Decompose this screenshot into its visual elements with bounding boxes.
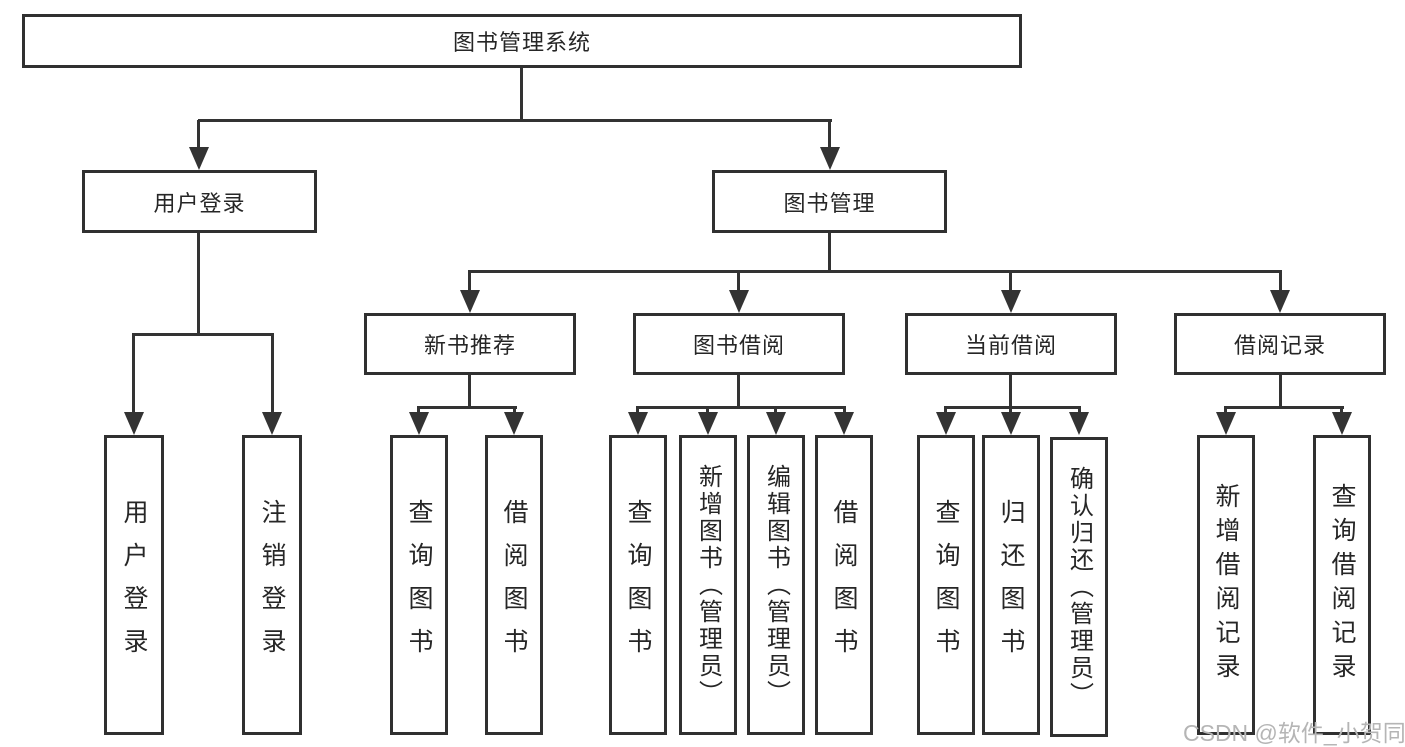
node-leaf-user-login: 用户登录	[104, 435, 164, 735]
node-leaf-logout-label: 注销登录	[258, 499, 286, 671]
node-borrow-records-label: 借阅记录	[1233, 333, 1326, 358]
connector-line	[468, 375, 471, 408]
arrowhead	[189, 147, 209, 170]
node-book-management: 图书管理	[712, 170, 947, 233]
node-leaf-confirm-return-admin: 确认归还（管理员）	[1050, 437, 1108, 737]
arrowhead	[409, 412, 429, 435]
node-leaf-add-borrow-record-label: 新增借阅记录	[1212, 483, 1240, 687]
arrowhead	[1001, 290, 1021, 313]
arrowhead	[698, 412, 718, 435]
arrowhead	[766, 412, 786, 435]
connector-line	[828, 233, 831, 272]
connector-line	[1279, 375, 1282, 408]
arrowhead	[936, 412, 956, 435]
node-leaf-return-book: 归还图书	[982, 435, 1040, 735]
node-leaf-query-book-recommend: 查询图书	[390, 435, 448, 735]
node-leaf-query-book-recommend-label: 查询图书	[405, 499, 433, 671]
connector-line	[737, 375, 740, 408]
node-leaf-borrow-book-label: 借阅图书	[830, 499, 858, 671]
connector-line	[132, 334, 135, 416]
node-new-book-recommend-label: 新书推荐	[423, 333, 516, 358]
node-leaf-query-current: 查询图书	[917, 435, 975, 735]
node-new-book-recommend: 新书推荐	[364, 313, 576, 375]
connector-line	[198, 119, 832, 122]
node-book-management-label: 图书管理	[783, 190, 876, 216]
node-leaf-borrow-book-recommend: 借阅图书	[485, 435, 543, 735]
node-leaf-add-book-admin-label: 新增图书（管理员）	[694, 463, 722, 707]
node-leaf-add-borrow-record: 新增借阅记录	[1197, 435, 1255, 735]
node-leaf-borrow-book: 借阅图书	[815, 435, 873, 735]
connector-line	[1279, 271, 1282, 295]
node-leaf-user-login-label: 用户登录	[120, 499, 148, 671]
connector-line	[132, 333, 274, 336]
arrowhead	[504, 412, 524, 435]
connector-line	[828, 120, 831, 152]
connector-line	[271, 334, 274, 416]
connector-line	[417, 406, 517, 409]
node-leaf-edit-book-admin-label: 编辑图书（管理员）	[762, 463, 790, 707]
node-leaf-query-book: 查询图书	[609, 435, 667, 735]
connector-line	[1009, 375, 1012, 408]
connector-line	[636, 406, 846, 409]
arrowhead	[1332, 412, 1352, 435]
node-current-borrowing: 当前借阅	[905, 313, 1117, 375]
node-user-login-label: 用户登录	[153, 190, 246, 216]
arrowhead	[1069, 412, 1089, 435]
arrowhead	[460, 290, 480, 313]
node-leaf-add-book-admin: 新增图书（管理员）	[679, 435, 737, 735]
arrowhead	[1001, 412, 1021, 435]
node-leaf-logout: 注销登录	[242, 435, 302, 735]
connector-line	[1224, 406, 1344, 409]
arrowhead	[1270, 290, 1290, 313]
connector-line	[1009, 271, 1012, 295]
arrowhead	[729, 290, 749, 313]
node-book-borrowing: 图书借阅	[633, 313, 845, 375]
node-leaf-query-book-label: 查询图书	[624, 499, 652, 671]
arrowhead	[262, 412, 282, 435]
csdn-watermark: CSDN @软件_小贺同学	[1183, 720, 1405, 746]
node-current-borrowing-label: 当前借阅	[964, 333, 1057, 358]
node-borrow-records: 借阅记录	[1174, 313, 1386, 375]
arrowhead	[124, 412, 144, 435]
connector-line	[197, 120, 200, 152]
connector-line	[468, 270, 1282, 273]
node-leaf-query-borrow-record: 查询借阅记录	[1313, 435, 1371, 735]
arrowhead	[628, 412, 648, 435]
connector-line	[468, 271, 471, 295]
connector-line	[737, 271, 740, 295]
connector-line	[944, 406, 1081, 409]
connector-line	[197, 233, 200, 334]
node-root: 图书管理系统	[22, 14, 1022, 68]
node-root-label: 图书管理系统	[452, 30, 591, 55]
node-leaf-return-book-label: 归还图书	[997, 499, 1025, 671]
node-leaf-query-current-label: 查询图书	[932, 499, 960, 671]
node-leaf-confirm-return-admin-label: 确认归还（管理员）	[1065, 465, 1093, 709]
arrowhead	[820, 147, 840, 170]
node-book-borrowing-label: 图书借阅	[692, 333, 785, 358]
arrowhead	[834, 412, 854, 435]
connector-line	[520, 68, 523, 121]
node-user-login: 用户登录	[82, 170, 317, 233]
node-leaf-query-borrow-record-label: 查询借阅记录	[1328, 483, 1356, 687]
arrowhead	[1216, 412, 1236, 435]
node-leaf-edit-book-admin: 编辑图书（管理员）	[747, 435, 805, 735]
node-leaf-borrow-book-recommend-label: 借阅图书	[500, 499, 528, 671]
